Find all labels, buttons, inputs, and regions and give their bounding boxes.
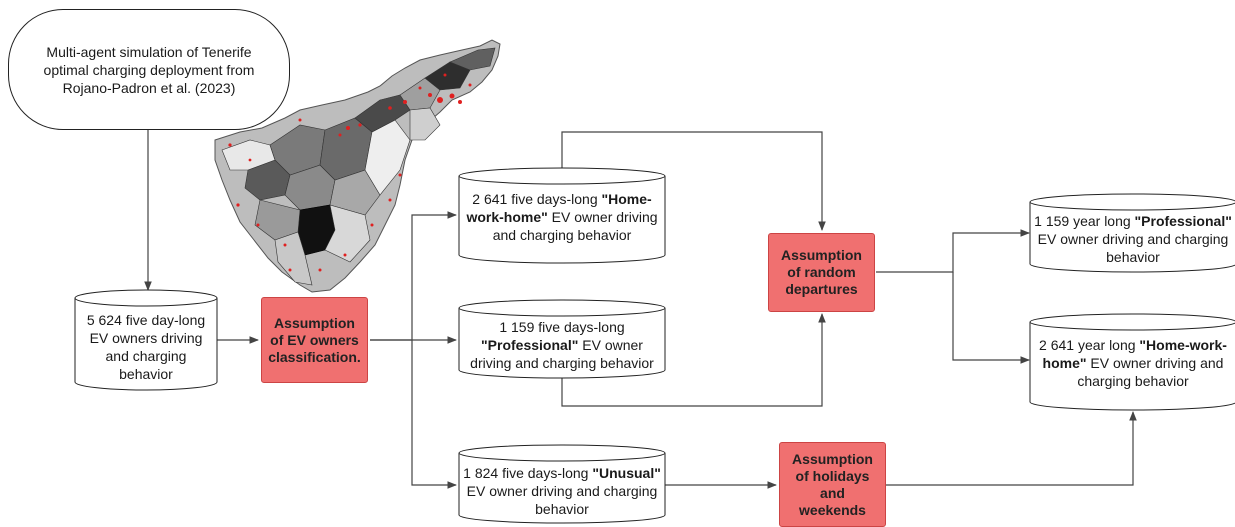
holidays-text: Assumption of holidays and weekends xyxy=(792,450,873,518)
cylinder-prof-year xyxy=(1029,193,1235,273)
unusual-five-text: 1 824 five days-long "Unusual" EV owner … xyxy=(463,465,661,517)
cylinder-unusual-five xyxy=(458,444,666,524)
cylinder-shapes xyxy=(74,167,1235,524)
edge-class-to-hwh xyxy=(370,211,457,341)
random-text: Assumption of random departures xyxy=(781,247,862,297)
start-node: Multi-agent simulation of Tenerife optim… xyxy=(8,9,290,130)
hwh-five-text: 2 641 five days-long "Home-work-home" EV… xyxy=(466,191,658,243)
edge-class-to-unusual xyxy=(411,340,457,489)
edge-holidays-to-hwh-year xyxy=(886,411,1137,486)
cylinder-prof-five xyxy=(458,299,666,379)
random-departures-process: Assumption of random departures xyxy=(768,233,875,312)
classification-text: Assumption of EV owners classification. xyxy=(268,314,361,365)
classification-process: Assumption of EV owners classification. xyxy=(261,297,368,383)
data-total-text: 5 624 five day-long EV owners driving an… xyxy=(86,312,206,382)
edge-random-to-hwh-year xyxy=(952,272,1030,364)
edge-hwh-to-random xyxy=(561,131,826,231)
start-text: Multi-agent simulation of Tenerife optim… xyxy=(43,43,255,96)
tenerife-map-icon xyxy=(214,39,501,293)
connectors xyxy=(144,130,1137,489)
holidays-process: Assumption of holidays and weekends xyxy=(779,442,886,527)
cylinder-data-total xyxy=(74,289,218,391)
edge-prof-to-random xyxy=(561,313,826,407)
edge-random-to-prof-year xyxy=(876,229,1030,273)
prof-year-text: 1 159 year long "Professional" EV owner … xyxy=(1034,213,1232,265)
hwh-year-text: 2 641 year long "Home-work-home" EV owne… xyxy=(1039,337,1227,389)
cylinder-hwh-year xyxy=(1029,313,1235,411)
prof-five-text: 1 159 five days-long "Professional" EV o… xyxy=(470,319,654,371)
cylinder-hwh-five xyxy=(458,167,666,264)
